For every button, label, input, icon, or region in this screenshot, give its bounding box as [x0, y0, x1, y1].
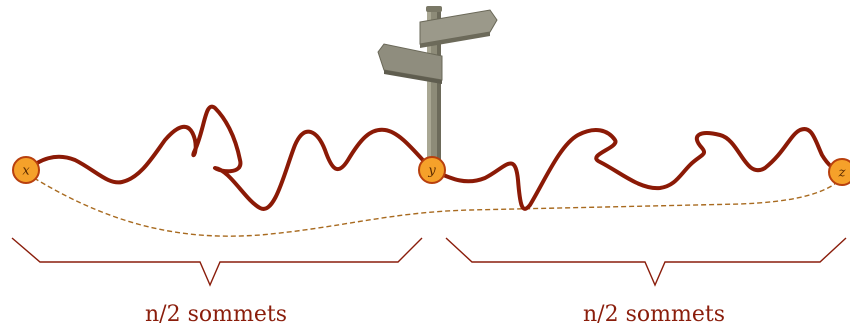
node-y-label: y — [427, 164, 436, 179]
node-x-label: x — [22, 164, 30, 179]
walk-path-y-to-z — [432, 129, 842, 209]
signpost-icon — [378, 6, 497, 175]
brace-right — [446, 238, 846, 285]
node-z-label: z — [838, 166, 846, 181]
brace-left — [12, 238, 422, 285]
walk-path-x-to-y — [26, 107, 432, 209]
brace-left-label: n/2 sommets — [145, 302, 287, 327]
node-y: y — [419, 157, 445, 183]
dashed-shortcut-edge — [34, 178, 842, 236]
brace-right-label: n/2 sommets — [583, 302, 725, 327]
node-x: x — [13, 157, 39, 183]
signpost-cap — [426, 6, 442, 12]
node-z: z — [829, 159, 850, 185]
